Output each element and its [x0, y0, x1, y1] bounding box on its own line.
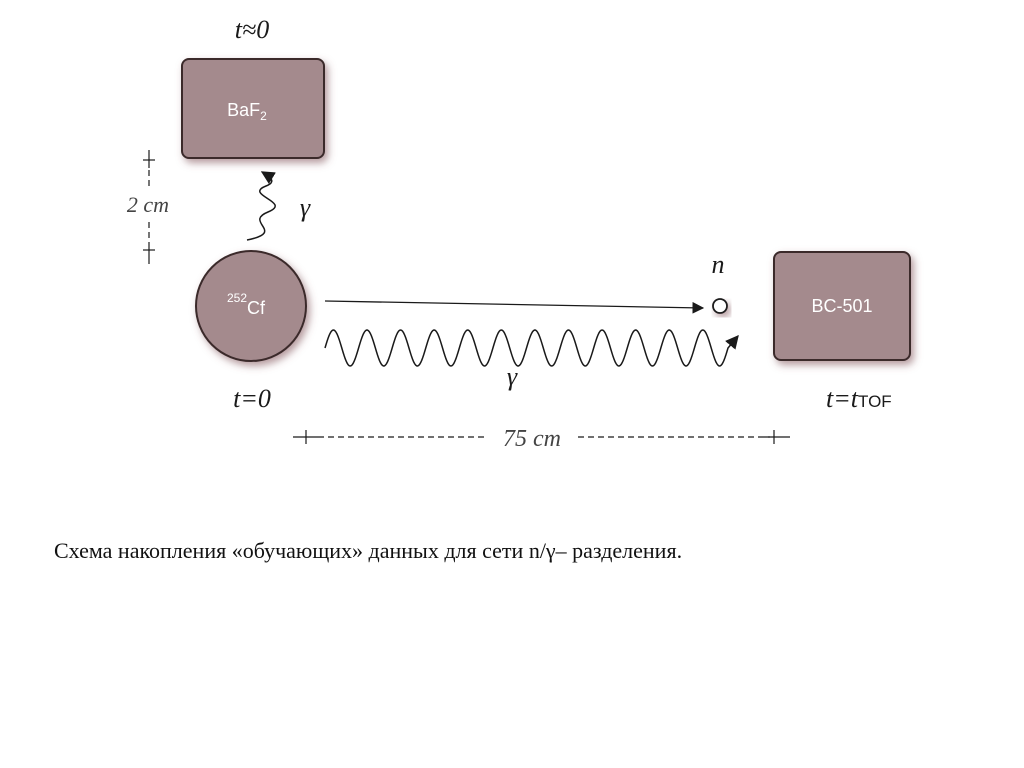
large-distance-dimension: 75 cm	[293, 426, 790, 452]
source-label: 252Cf	[227, 291, 266, 318]
bc501-label: BC-501	[811, 296, 872, 316]
bc501-time-subscript: TOF	[858, 392, 892, 411]
neutron-label: n	[712, 250, 725, 279]
gamma-up-label: γ	[300, 193, 311, 222]
source-name: Cf	[247, 298, 266, 318]
source-time-label: t=0	[233, 384, 271, 413]
gamma-horizontal-label: γ	[507, 362, 518, 391]
neutron-arrow	[324, 300, 705, 314]
baf2-name: BaF	[227, 100, 260, 120]
gamma-wave-vertical	[246, 171, 276, 241]
source-mass-number: 252	[227, 291, 247, 305]
distance-large-label: 75 cm	[503, 426, 561, 452]
baf2-subscript: 2	[260, 109, 267, 123]
distance-small-label: 2 cm	[127, 192, 169, 217]
baf2-detector-box	[181, 58, 325, 159]
bc501-time-label: t=tTOF	[826, 384, 892, 413]
bc501-detector-box	[773, 251, 911, 361]
bc501-time-main: t=t	[826, 384, 859, 413]
cf252-source-circle	[195, 250, 307, 362]
figure-caption: Схема накопления «обучающих» данных для …	[54, 538, 683, 563]
baf2-label: BaF2	[227, 100, 267, 123]
small-distance-dimension: 2 cm	[127, 150, 169, 264]
neutron-particle	[712, 298, 728, 314]
baf2-time-label: t≈0	[235, 15, 270, 44]
gamma-wave-horizontal	[324, 329, 739, 367]
